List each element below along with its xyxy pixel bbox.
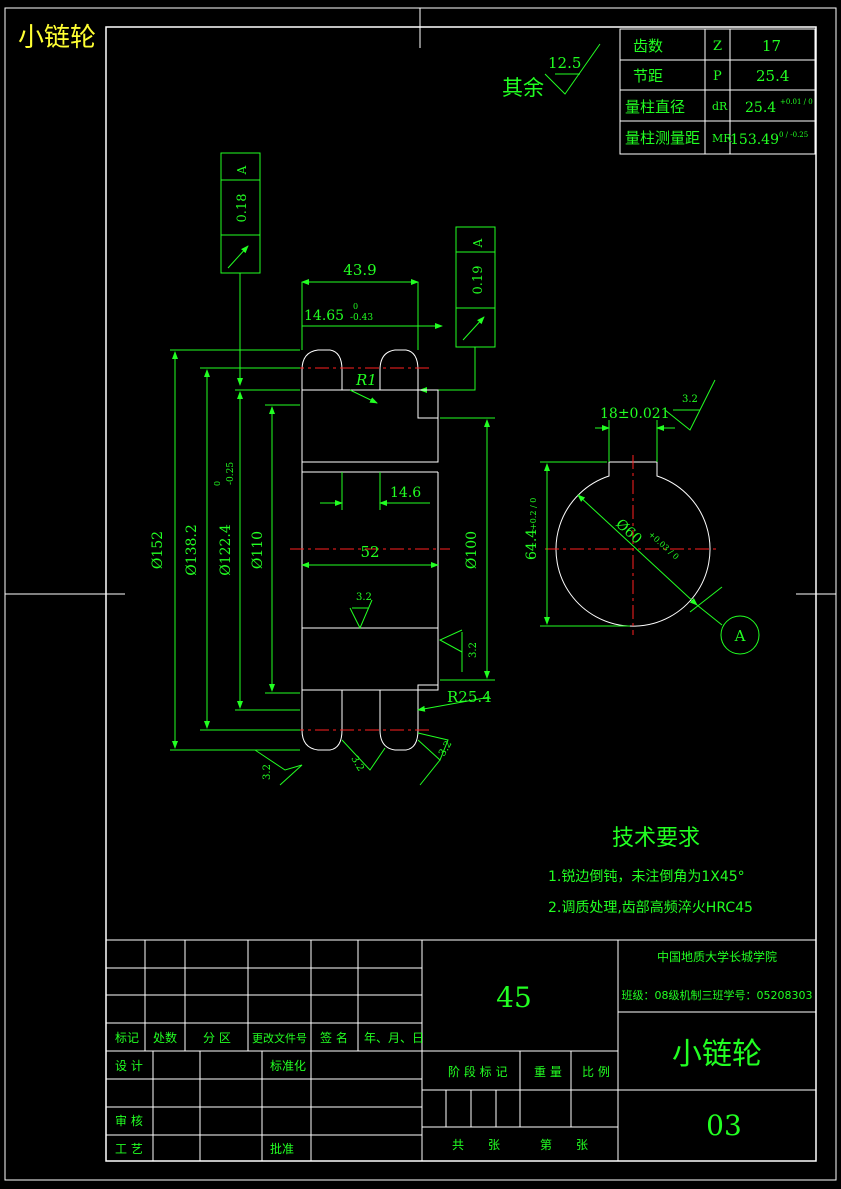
title-block: 标记 处数 分 区 更改文件号 签 名 年、月、日 设 计 标准化 审 核 工 …: [105, 939, 817, 1162]
param-name-teeth: 齿数: [633, 37, 663, 55]
svg-text:张: 张: [488, 1138, 500, 1152]
svg-text:3.2: 3.2: [468, 642, 479, 658]
svg-text:A: A: [235, 165, 249, 175]
svg-text:0.18: 0.18: [235, 194, 250, 223]
svg-text:3.2: 3.2: [356, 592, 372, 603]
svg-text:0 / -0.25: 0 / -0.25: [779, 131, 808, 139]
material: 45: [496, 981, 532, 1014]
svg-text:设 计: 设 计: [115, 1059, 143, 1073]
svg-text:年、月、日: 年、月、日: [364, 1031, 424, 1045]
svg-text:3.2: 3.2: [437, 739, 454, 758]
svg-text:A: A: [471, 238, 485, 248]
roughness-symbol-rest: 12.5: [544, 43, 601, 95]
dim-d1382: Ø138.2: [184, 524, 200, 576]
svg-text:P: P: [713, 69, 722, 84]
svg-text:张: 张: [576, 1138, 588, 1152]
svg-text:处数: 处数: [153, 1030, 177, 1045]
corner-title: 小链轮: [18, 23, 96, 53]
dim-d100: Ø100: [464, 531, 480, 569]
svg-text:0: 0: [213, 481, 222, 486]
svg-text:共: 共: [452, 1138, 464, 1152]
svg-text:0: 0: [353, 302, 358, 311]
class-info: 班级：08级机制三班学号：05208303: [622, 988, 813, 1002]
param-name-measure: 量柱测量距: [625, 129, 700, 147]
svg-text:+0.01 / 0: +0.01 / 0: [780, 98, 813, 106]
dim-key-depth: 64.4: [524, 529, 540, 560]
svg-text:重 量: 重 量: [534, 1065, 562, 1079]
svg-text:标记: 标记: [115, 1031, 139, 1045]
svg-text:比 例: 比 例: [582, 1065, 610, 1079]
svg-text:25.4: 25.4: [745, 100, 776, 116]
svg-text:3.2: 3.2: [262, 764, 273, 780]
svg-text:25.4: 25.4: [756, 67, 789, 85]
dim-d110: Ø110: [250, 531, 266, 569]
svg-text:第: 第: [540, 1138, 552, 1152]
svg-text:+0.03 / 0: +0.03 / 0: [647, 530, 681, 562]
tech-req-item-2: 2.调质处理,齿部高频淬火HRC45: [548, 899, 753, 916]
dim-d152: Ø152: [150, 531, 166, 569]
dim-width-total: 43.9: [343, 261, 376, 279]
svg-text:签 名: 签 名: [320, 1030, 348, 1045]
svg-text:批准: 批准: [270, 1141, 294, 1156]
svg-text:工 艺: 工 艺: [115, 1142, 143, 1156]
svg-text:dR: dR: [712, 100, 728, 113]
svg-text:12.5: 12.5: [548, 54, 581, 72]
svg-text:-0.25: -0.25: [226, 462, 236, 485]
dim-key-width: 18±0.021: [600, 406, 670, 422]
param-name-roller-dia: 量柱直径: [625, 98, 685, 116]
svg-text:-0.43: -0.43: [350, 313, 373, 323]
svg-text:Z: Z: [713, 39, 722, 54]
svg-text:审 核: 审 核: [115, 1113, 143, 1128]
section-view: [290, 349, 450, 751]
dim-hub-width: 14.6: [390, 485, 421, 501]
tech-req-item-1: 1.锐边倒钝，未注倒角为1X45°: [548, 869, 745, 885]
svg-text:153.49: 153.49: [730, 132, 779, 148]
runout-frame-left: A 0.18: [220, 152, 261, 386]
param-table: 齿数 Z 17 节距 P 25.4 量柱直径 dR 25.4 +0.01 / 0…: [619, 28, 816, 155]
svg-text:标准化: 标准化: [270, 1059, 306, 1073]
dim-bore: Ø60: [612, 516, 644, 547]
roughness-symbols-section: 3.2 3.2 3.2 3.2 3.2: [254, 592, 479, 786]
svg-text:+0.2 / 0: +0.2 / 0: [529, 498, 538, 530]
section-dimensions: 43.9 14.65 0 -0.43 R1 14.6 52 Ø152 Ø138.…: [150, 261, 495, 751]
dim-radius-r1: R1: [355, 371, 377, 389]
svg-text:分 区: 分 区: [203, 1031, 231, 1045]
dim-d1224: Ø122.4: [218, 524, 234, 576]
svg-text:阶 段 标 记: 阶 段 标 记: [448, 1064, 507, 1079]
tech-req-title: 技术要求: [612, 826, 700, 851]
svg-text:3.2: 3.2: [682, 394, 698, 405]
school-name: 中国地质大学长城学院: [657, 949, 777, 964]
dim-radius-r254: R25.4: [447, 688, 492, 706]
part-name: 小链轮: [672, 1037, 762, 1072]
svg-text:更改文件号: 更改文件号: [252, 1031, 307, 1045]
datum-a-label: A: [734, 627, 746, 645]
svg-text:17: 17: [762, 37, 781, 55]
drawing-number: 03: [706, 1109, 742, 1142]
svg-text:3.2: 3.2: [348, 754, 365, 773]
outer-border: [4, 7, 837, 1181]
roughness-rest-label: 其余: [502, 76, 544, 100]
hub-end-view: 18±0.021 3.2 64.4 +0.2 / 0 Ø60 +0.03 / 0…: [524, 379, 760, 655]
runout-frame-right: A 0.19: [419, 226, 496, 393]
svg-text:0.19: 0.19: [471, 266, 486, 295]
dim-tooth-width: 14.65: [304, 308, 344, 324]
dim-bore-length: 52: [360, 543, 379, 561]
param-name-pitch: 节距: [633, 67, 663, 85]
svg-text:MR: MR: [712, 132, 732, 145]
